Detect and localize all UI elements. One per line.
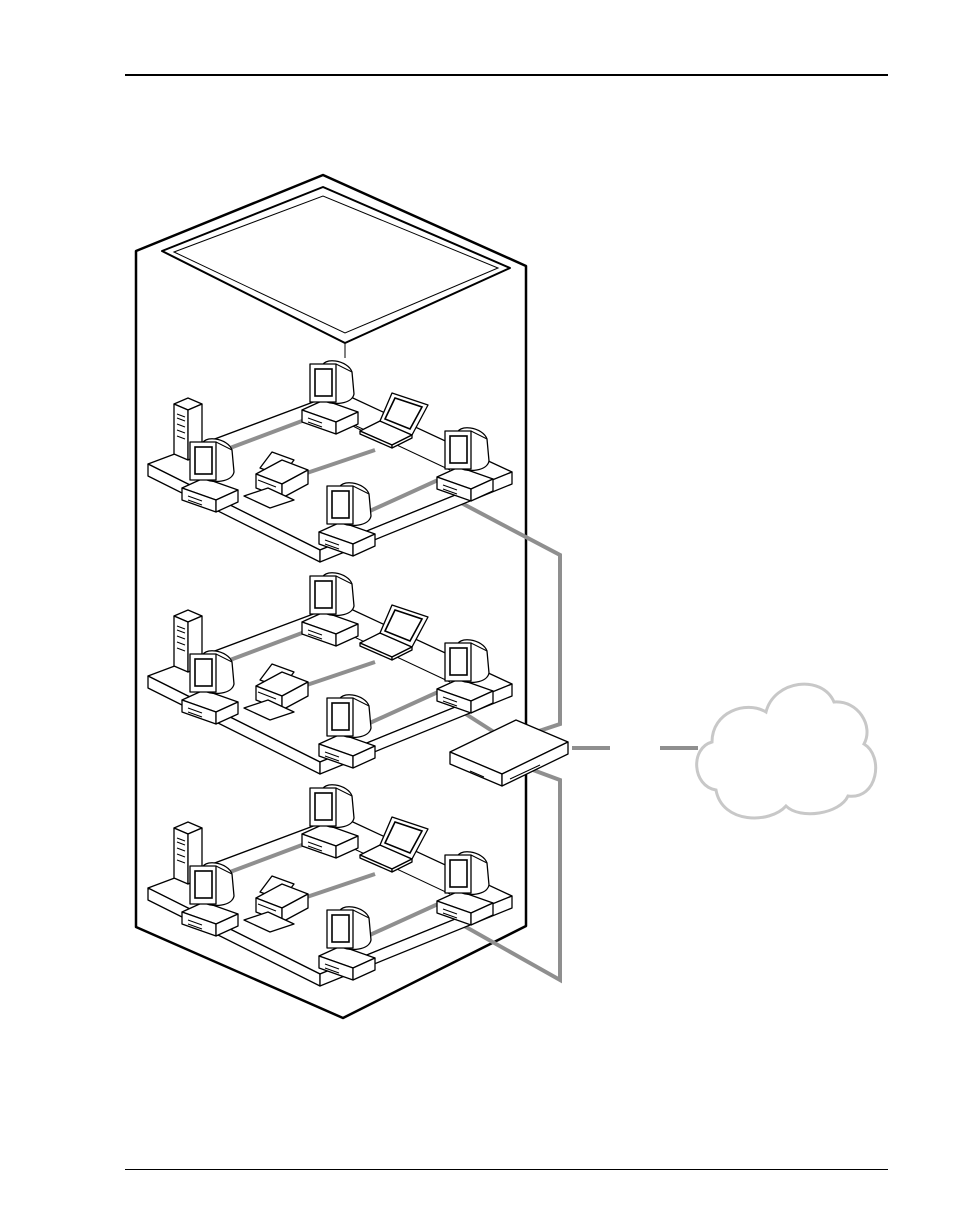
workstation-icon xyxy=(319,907,375,980)
workstation-icon xyxy=(302,361,358,434)
workstation-icon xyxy=(302,573,358,646)
workstation-icon xyxy=(182,651,238,724)
floor-top xyxy=(148,361,512,562)
workstation-icon xyxy=(319,695,375,768)
workstation-icon xyxy=(302,785,358,858)
cloud-icon xyxy=(697,684,876,818)
workstation-icon xyxy=(437,852,493,925)
workstation-icon xyxy=(182,439,238,512)
workstation-icon xyxy=(182,863,238,936)
workstation-icon xyxy=(319,483,375,556)
workstation-icon xyxy=(437,640,493,713)
workstation-icon xyxy=(437,428,493,501)
floor-middle xyxy=(148,573,512,774)
